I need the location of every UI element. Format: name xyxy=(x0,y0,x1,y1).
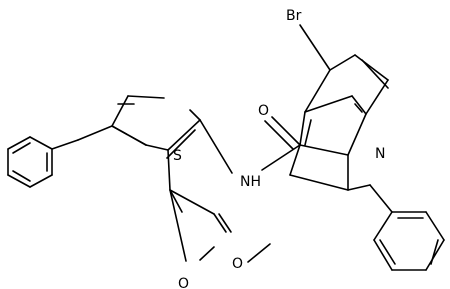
atom-label-amide-oxygen: O xyxy=(258,103,269,119)
atom-label-ring-nitrogen: N xyxy=(375,146,385,162)
methylene-linker xyxy=(51,125,113,150)
atom-label-ester-carbonyl-oxygen: O xyxy=(178,276,189,289)
bromo-substituent xyxy=(299,24,331,71)
atom-label-bromine: Br xyxy=(286,8,302,24)
atom-label-amide-nh: NH xyxy=(240,174,261,190)
benzyl-phenyl-ring xyxy=(7,136,53,188)
quinoline-core xyxy=(289,54,389,191)
atom-label-sulfur: S xyxy=(173,148,182,164)
thiophene-ring xyxy=(111,95,201,159)
amide-linkage xyxy=(199,116,301,174)
methyl-ester-group xyxy=(167,149,271,263)
quinoline-phenyl-ring xyxy=(369,184,445,271)
atom-label-ester-oxygen: O xyxy=(232,256,243,272)
